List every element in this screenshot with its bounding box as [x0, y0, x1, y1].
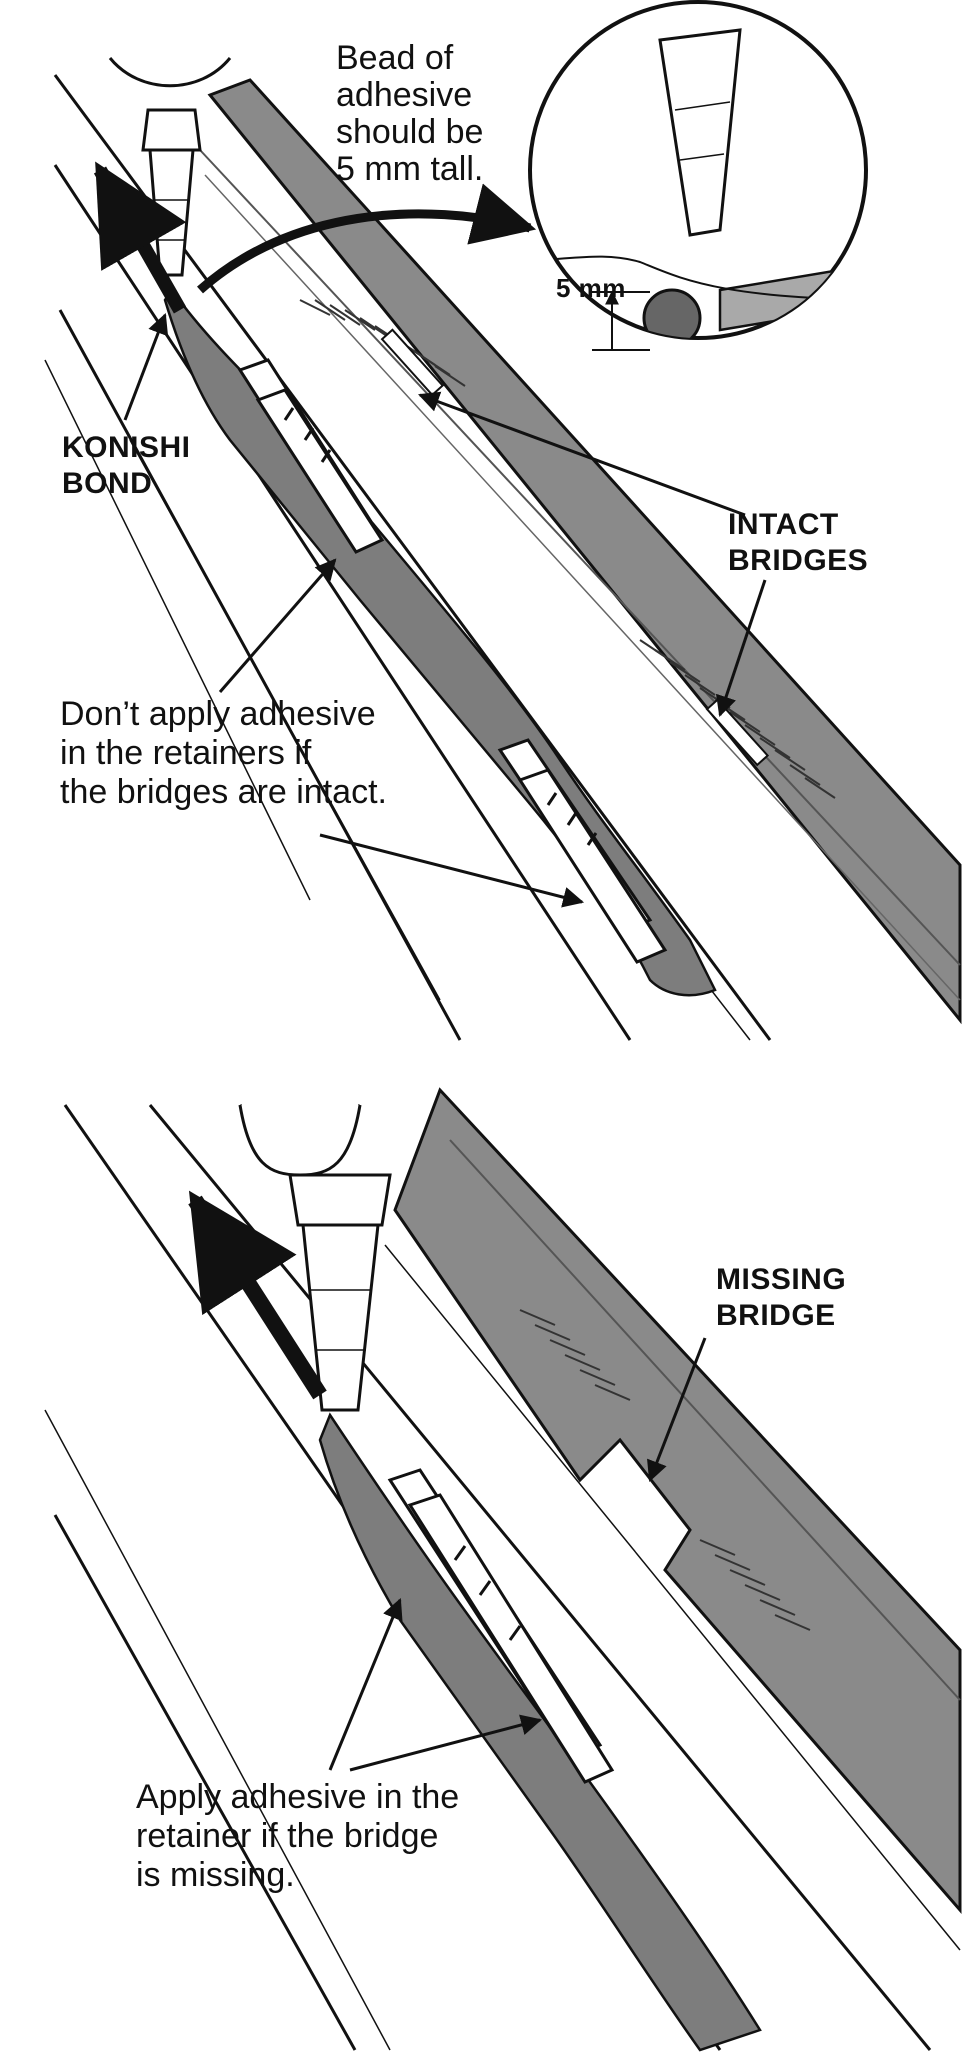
konishi-line: BOND	[62, 467, 153, 500]
dimension-label-text: 5 mm	[556, 273, 626, 303]
bottom-molding-strip	[393, 1087, 962, 1915]
apply-adhesive-note: Apply adhesive in the retainer if the br…	[136, 1778, 459, 1895]
apply-line: is missing.	[136, 1856, 295, 1894]
dont-apply-note: Don’t apply adhesive in the retainers if…	[60, 695, 387, 812]
bead-callout-line: 5 mm tall.	[336, 150, 484, 188]
top-leader-arrows	[123, 313, 767, 908]
bead-callout-line: adhesive	[336, 76, 473, 114]
bottom-retainer	[387, 1468, 615, 1784]
apply-line: retainer if the bridge	[136, 1817, 439, 1855]
missing-line: MISSING	[716, 1263, 847, 1296]
intact-bridges-label: INTACT BRIDGES	[728, 507, 868, 579]
konishi-bond-label: KONISHI BOND	[62, 430, 191, 502]
top-molding-strip	[199, 78, 962, 1025]
top-retainer-1	[237, 358, 385, 554]
missing-bridge-label: MISSING BRIDGE	[716, 1262, 846, 1334]
dont-apply-line: the bridges are intact.	[60, 773, 387, 811]
bottom-panel	[44, 1087, 962, 2052]
bead-callout-text: Bead of adhesive should be 5 mm tall.	[336, 40, 483, 188]
inset-callout-arrow	[197, 183, 537, 294]
top-nozzle	[108, 57, 232, 277]
bottom-nozzle	[238, 1104, 392, 1412]
intact-line: INTACT	[728, 508, 839, 541]
bottom-direction-arrow	[188, 1190, 327, 1400]
top-retainer-2	[497, 738, 668, 964]
dont-apply-line: in the retainers if	[60, 734, 312, 772]
dont-apply-line: Don’t apply adhesive	[60, 695, 376, 733]
dimension-label: 5 mm	[556, 270, 626, 306]
apply-line: Apply adhesive in the	[136, 1778, 460, 1816]
konishi-line: KONISHI	[62, 431, 191, 464]
bead-callout-line: Bead of	[336, 39, 454, 77]
top-direction-arrow	[93, 161, 187, 314]
bead-callout-line: should be	[336, 113, 484, 151]
top-panel	[44, 0, 962, 1041]
missing-line: BRIDGE	[716, 1299, 836, 1332]
bottom-leader-arrows	[328, 1337, 707, 1772]
intact-line: BRIDGES	[728, 544, 869, 577]
